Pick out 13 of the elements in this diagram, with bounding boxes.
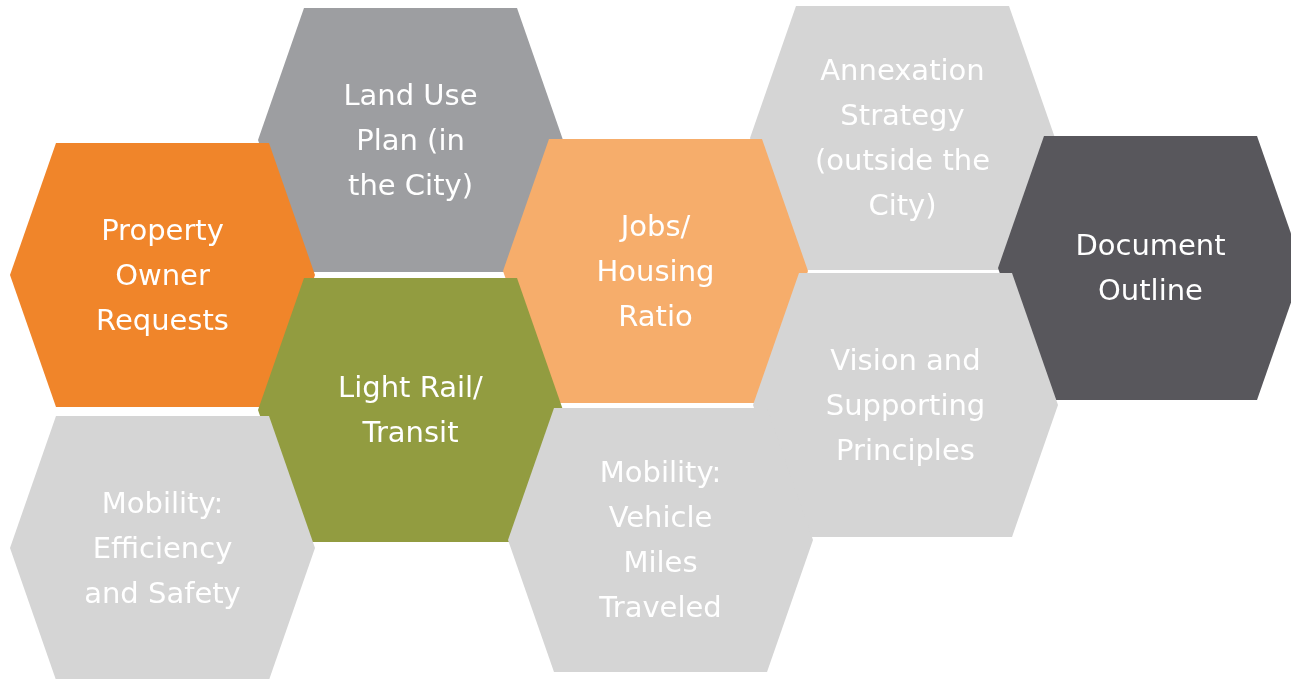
- hexagon-tile: [753, 273, 1058, 537]
- tile-label: Jobs/ Housing Ratio: [595, 207, 716, 335]
- hexagon-tile: [10, 416, 315, 679]
- tile-label: Document Outline: [1074, 227, 1227, 309]
- hexagon-tile: [258, 8, 563, 272]
- tile-label: Property Owner Requests: [95, 211, 230, 339]
- hexagon-tile: [503, 139, 808, 403]
- hexagon-tile: [998, 136, 1291, 400]
- tile-label: Light Rail/ Transit: [337, 369, 484, 451]
- tile-label: Land Use Plan (in the City): [342, 76, 479, 204]
- hexagon-tile: [258, 278, 563, 542]
- hexagon-tile: [10, 143, 315, 407]
- hexagon-tile: [508, 408, 813, 672]
